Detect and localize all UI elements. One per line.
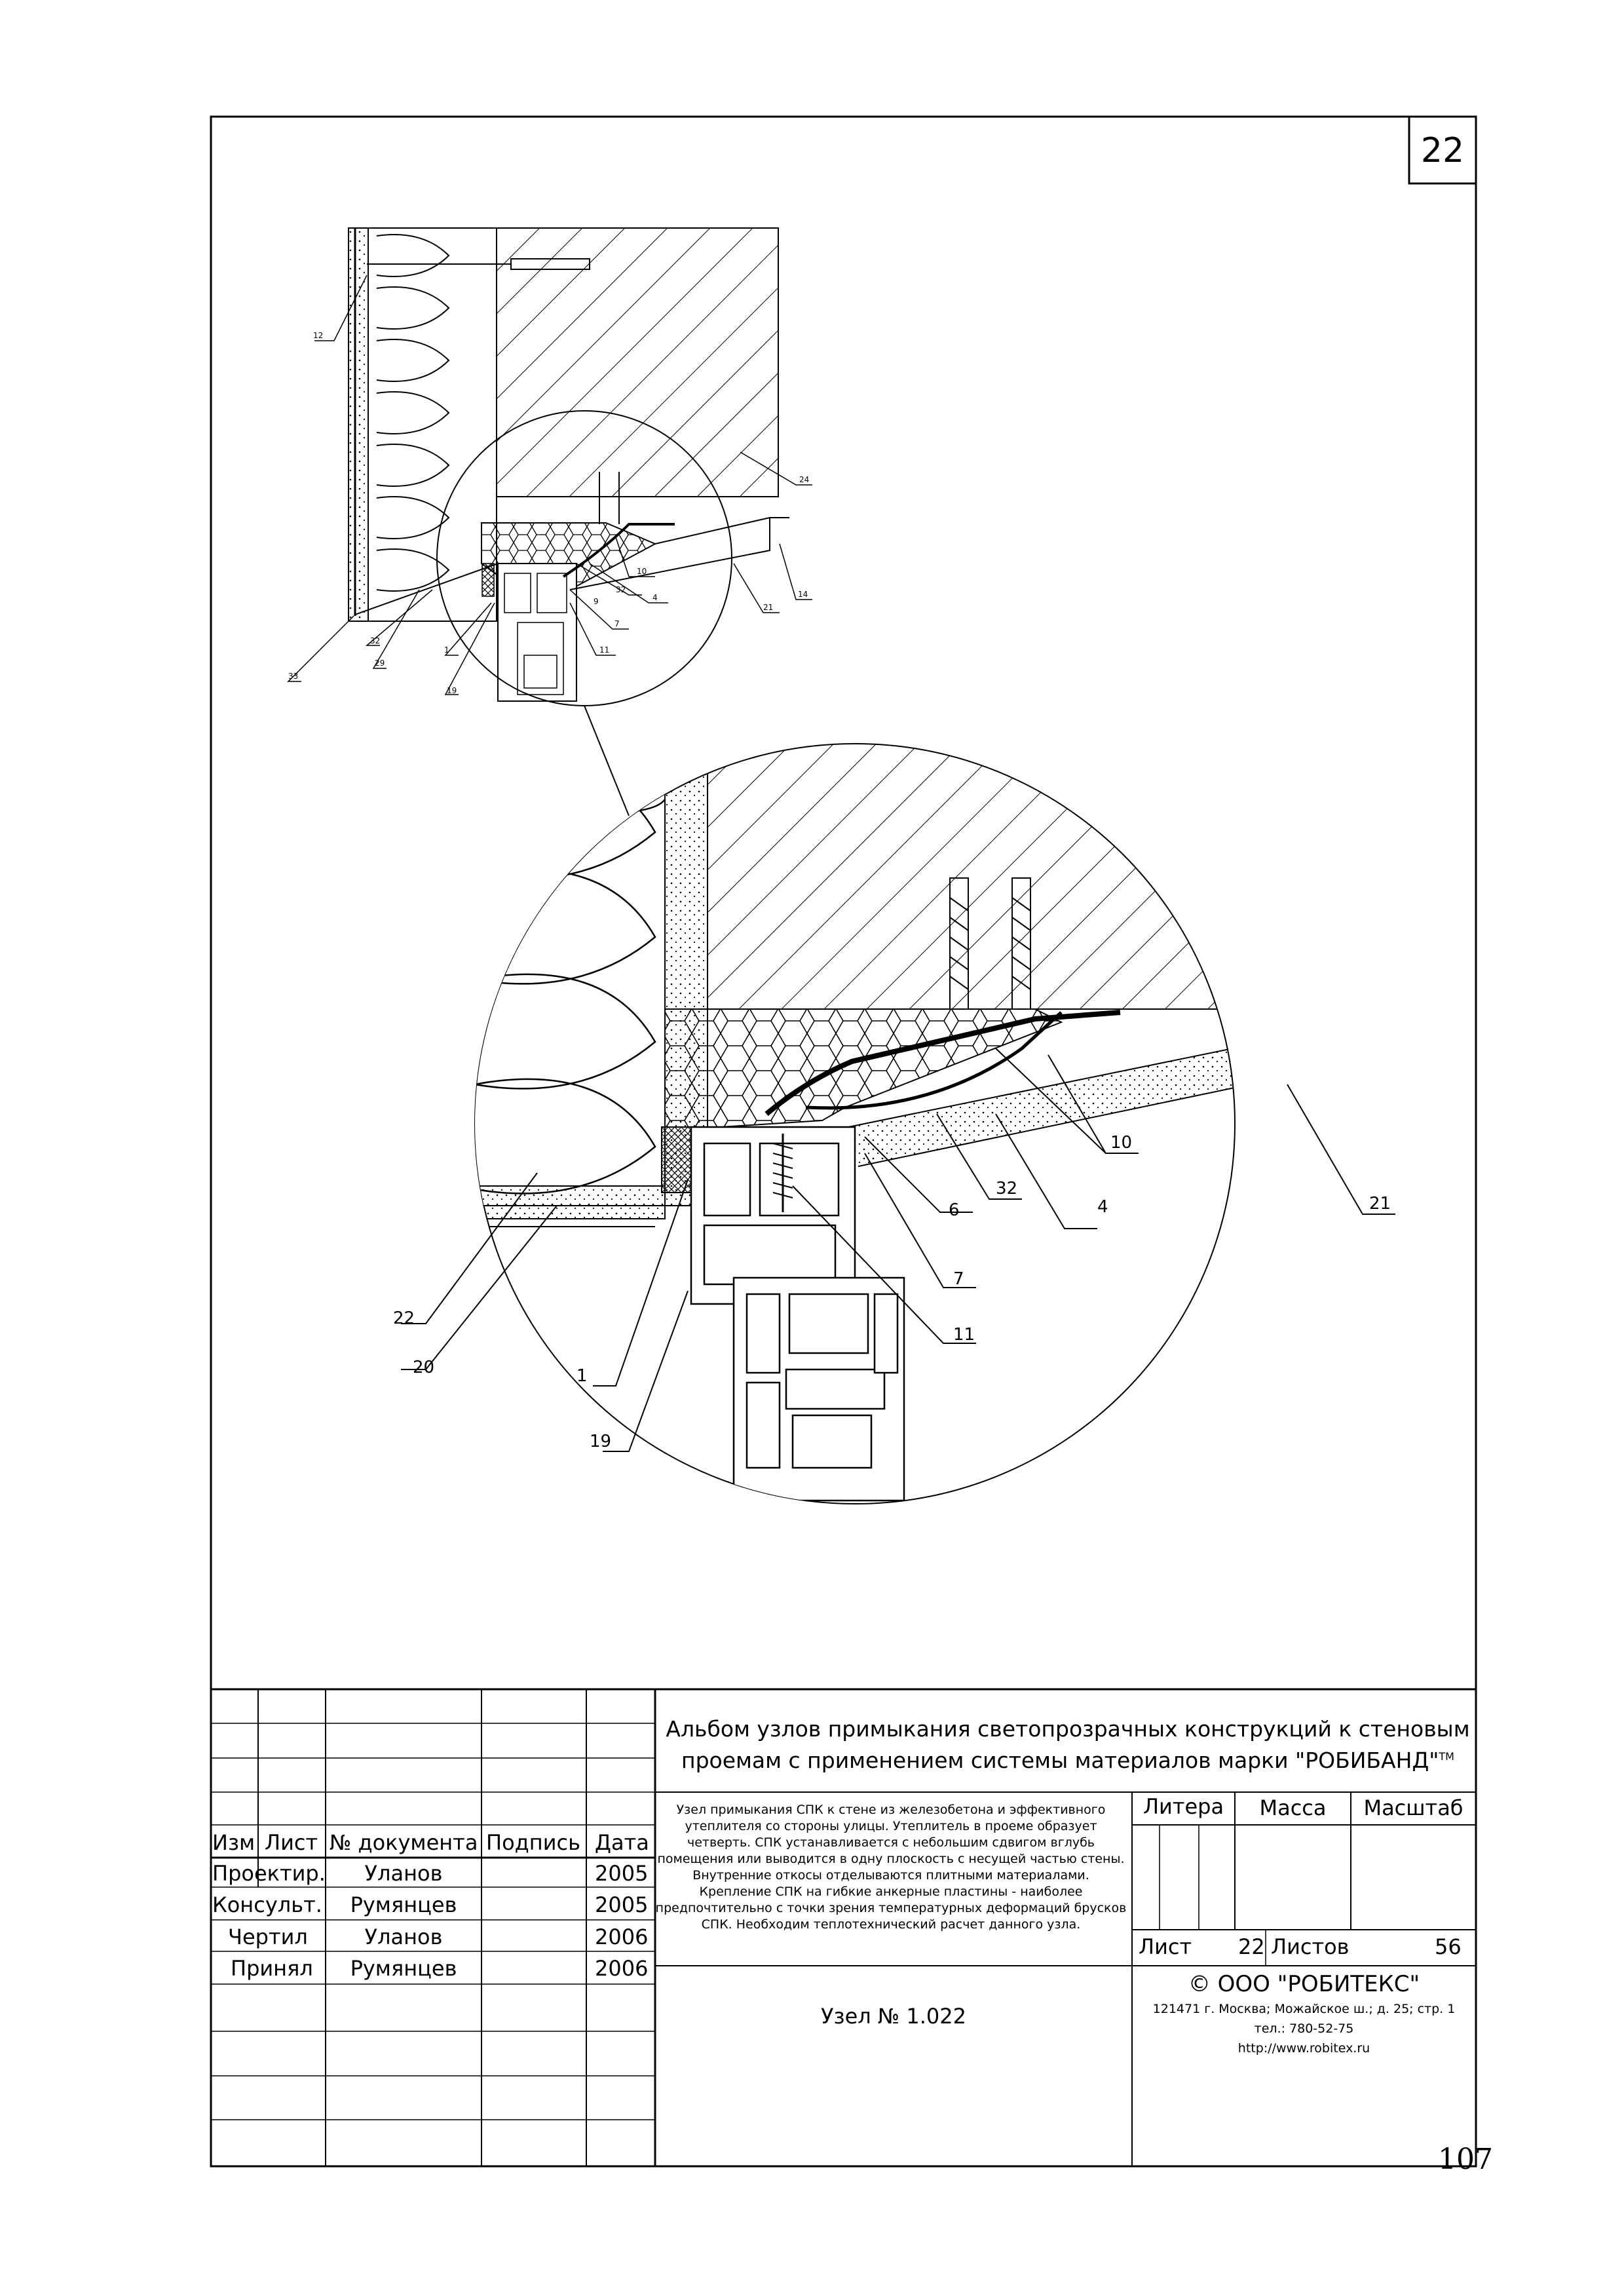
header-doc: № документа (330, 1830, 478, 1855)
album-title: Альбом узлов примыкания светопрозрачных … (666, 1716, 1470, 1773)
overview-callout-1: 1 (444, 645, 449, 655)
callout-4: 4 (1097, 1197, 1108, 1217)
callout-21: 21 (1369, 1194, 1391, 1214)
detail-callouts: 10 21 4 32 6 7 11 22 20 1 19 (393, 1133, 1391, 1451)
row-name: Уланов (364, 1924, 443, 1949)
row-role: Проектир. (212, 1861, 326, 1886)
overview-drawing (287, 227, 812, 816)
callout-20: 20 (413, 1358, 434, 1377)
overview-callout-14: 14 (798, 590, 808, 599)
row-name: Уланов (364, 1861, 443, 1886)
listov-value: 56 (1435, 1934, 1462, 1959)
overview-callout-10: 10 (637, 567, 647, 576)
row-date: 2005 (595, 1861, 649, 1886)
callout-1: 1 (576, 1366, 588, 1386)
list-value: 22 (1238, 1934, 1265, 1959)
list-label: Лист (1139, 1934, 1192, 1959)
masshtab-label: Масштаб (1363, 1795, 1463, 1820)
callout-7: 7 (953, 1269, 964, 1289)
sheet-frame (210, 115, 1477, 2168)
litera-label: Литера (1142, 1794, 1224, 1819)
row-date: 2006 (595, 1956, 649, 1981)
overview-callout-7: 7 (614, 619, 620, 628)
row-role: Консульт. (212, 1892, 322, 1917)
overview-callout-33: 33 (288, 672, 298, 681)
overview-callout-24: 24 (799, 475, 809, 484)
header-izm: Изм (212, 1830, 255, 1855)
listov-label: Листов (1271, 1934, 1350, 1959)
detail-leaders (401, 1048, 1395, 1452)
row-date: 2005 (595, 1892, 649, 1917)
trademark-mark: ТМ (1439, 1750, 1454, 1763)
overview-callout-12: 12 (313, 331, 323, 340)
callout-22: 22 (393, 1309, 415, 1328)
detail-drawing (475, 744, 1235, 1502)
callout-19: 19 (590, 1432, 611, 1451)
massa-label: Масса (1259, 1795, 1327, 1820)
overview-callout-11: 11 (599, 645, 609, 655)
header-list: Лист (265, 1830, 318, 1855)
company-address: 121471 г. Москва; Можайское ш.; д. 25; с… (1152, 2002, 1456, 2016)
overview-callout-29: 29 (375, 659, 385, 668)
row-name: Румянцев (350, 1892, 457, 1917)
overview-callout-32b: 32 (370, 636, 380, 645)
callout-32: 32 (996, 1179, 1017, 1198)
header-sign: Подпись (486, 1830, 580, 1855)
sheet-badge: 22 (1420, 131, 1465, 170)
page-number: 107 (1438, 2143, 1493, 2176)
overview-callout-4: 4 (652, 593, 658, 602)
row-name: Румянцев (350, 1956, 457, 1981)
overview-callout-32: 32 (616, 585, 626, 594)
row-date: 2006 (595, 1924, 649, 1949)
title-block-lines (211, 1688, 1476, 2166)
header-date: Дата (595, 1830, 649, 1855)
callout-6: 6 (949, 1200, 960, 1220)
overview-callout-9: 9 (594, 597, 599, 606)
callout-11: 11 (953, 1325, 975, 1345)
node-description: Узел примыкания СПК к стене из железобет… (655, 1803, 1127, 1932)
company-name: © ООО "РОБИТЕКС" (1188, 1971, 1420, 1997)
company-phone: тел.: 780-52-75 (1254, 2021, 1354, 2036)
row-role: Принял (231, 1956, 313, 1981)
overview-callout-19: 19 (447, 686, 457, 695)
callout-10: 10 (1110, 1133, 1132, 1153)
node-number: Узел № 1.022 (821, 2004, 966, 2029)
overview-callouts: 12 24 10 32 4 9 21 14 7 11 1 19 29 32 33 (288, 331, 809, 695)
sheet-badge-box (1408, 115, 1477, 185)
company-url: http://www.robitex.ru (1237, 2041, 1370, 2056)
row-role: Чертил (228, 1924, 308, 1949)
overview-callout-21: 21 (763, 603, 773, 612)
